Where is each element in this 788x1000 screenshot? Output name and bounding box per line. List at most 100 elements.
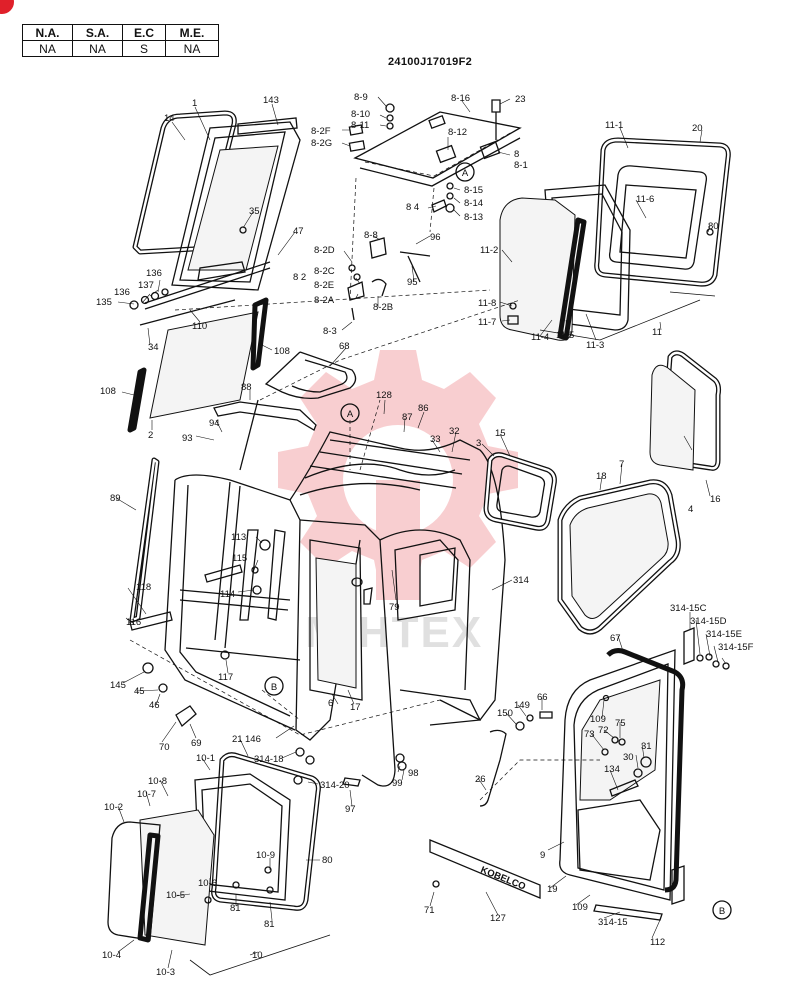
part-label: 8-2A	[314, 295, 335, 306]
part-label: 11-8	[478, 298, 496, 309]
codes-table-header-row: N.A. S.A. E.C M.E.	[22, 24, 219, 41]
part-label: 10-8	[148, 776, 167, 787]
part-label: 8-11	[351, 120, 369, 131]
detail-a-callout-top	[455, 162, 475, 182]
part-label: 114	[220, 589, 235, 600]
part-label: 11-2	[480, 245, 498, 256]
part-label: 10-2	[104, 802, 123, 813]
part-label: 314-15C	[670, 603, 707, 614]
part-label: 8-14	[464, 198, 483, 209]
part-label: 108	[274, 346, 290, 357]
part-label: 93	[182, 433, 193, 444]
part-label: 45	[134, 686, 145, 697]
part-label: 314-18	[254, 754, 284, 765]
part-label: 8 4	[406, 202, 419, 213]
part-label: 95	[407, 277, 418, 288]
part-label: 10-4	[102, 950, 121, 961]
part-label: 135	[96, 297, 112, 308]
part-label: 3	[476, 438, 481, 449]
brand-plate-text: KOBELCO	[479, 865, 527, 893]
part-label: 8-8	[364, 230, 378, 241]
part-label: 6	[328, 698, 333, 709]
part-label: 32	[449, 426, 460, 437]
front-window-assembly	[129, 110, 301, 326]
part-label: 8-3	[323, 326, 337, 337]
grouping-lines	[129, 289, 701, 976]
part-label: 31	[641, 741, 652, 752]
part-label: 69	[191, 738, 202, 749]
lower-front-glass	[127, 297, 269, 433]
part-label: 10-6	[198, 878, 217, 889]
part-label: 15	[495, 428, 506, 439]
part-label: 68	[339, 341, 350, 352]
part-label: 10-9	[256, 850, 275, 861]
detail-b-label-right: B	[719, 906, 725, 917]
part-label: 86	[418, 403, 429, 414]
part-label: 8-1	[514, 160, 528, 171]
part-label: 30	[623, 752, 634, 763]
part-labels: 1 14 143 35 47 136 137 136 135 110 34 10…	[96, 92, 754, 978]
part-label: 8-13	[464, 212, 483, 223]
part-label: 89	[110, 493, 121, 504]
part-label: 145	[110, 680, 126, 691]
part-label: 11-6	[636, 194, 654, 205]
part-label: 88	[241, 382, 252, 393]
part-label: 11-4	[531, 332, 549, 343]
part-label: 8-2G	[311, 138, 332, 149]
part-label: 87	[402, 412, 413, 423]
part-label: 4	[688, 504, 693, 515]
part-label: 136	[114, 287, 130, 298]
part-label: 26	[475, 774, 486, 785]
part-label: 11-1	[605, 120, 623, 131]
part-label: 137	[138, 280, 154, 291]
part-label: 8-10	[351, 109, 370, 120]
detail-b-label-left: B	[271, 682, 277, 693]
part-label: 109	[572, 902, 588, 913]
part-label: 80	[322, 855, 333, 866]
part-label: 109	[590, 714, 606, 725]
codes-table: N.A. S.A. E.C M.E. NA NA S NA	[22, 24, 219, 57]
document-number: 24100J17019F2	[388, 56, 473, 68]
part-label: 8-2E	[314, 280, 334, 291]
part-label: 81	[230, 903, 241, 914]
part-label: 116	[126, 617, 141, 628]
part-label: 10-3	[156, 967, 175, 978]
detail-a-callout-cab	[340, 403, 360, 423]
part-label: 8-2F	[311, 126, 331, 137]
part-label: 8-2B	[373, 302, 393, 313]
part-label: 112	[650, 937, 665, 948]
part-label: 8-2D	[314, 245, 335, 256]
part-label: 96	[430, 232, 441, 243]
part-label: 81	[264, 919, 275, 930]
part-label: 146	[245, 734, 261, 745]
part-label: 11-7	[478, 317, 496, 328]
part-label: 10-1	[196, 753, 215, 764]
part-label: 150	[497, 708, 513, 719]
part-label: 98	[408, 768, 419, 779]
part-label: 118	[136, 582, 151, 593]
part-label: 314	[513, 575, 529, 586]
codes-value-sa: NA	[72, 40, 123, 57]
part-label: 314-15E	[706, 629, 742, 640]
part-label: 10-5	[166, 890, 185, 901]
codes-value-na: NA	[22, 40, 73, 57]
part-label: 99	[392, 778, 403, 789]
detail-a-label-cab: A	[347, 409, 354, 420]
right-side-window-assembly	[499, 137, 731, 341]
part-label: 66	[537, 692, 548, 703]
codes-value-me: NA	[165, 40, 219, 57]
part-label: 80	[708, 221, 719, 232]
part-label: 10-7	[137, 789, 156, 800]
part-label: 143	[263, 95, 279, 106]
part-label: 75	[615, 718, 626, 729]
part-label: 73	[584, 729, 595, 740]
part-label: 17	[350, 702, 361, 713]
part-label: 70	[159, 742, 170, 753]
part-label: 72	[598, 725, 609, 736]
part-label: 136	[146, 268, 162, 279]
gear-watermark-icon	[278, 350, 518, 600]
part-label: 11-5	[556, 330, 574, 341]
part-label: 21	[232, 734, 243, 745]
part-label: 16	[710, 494, 721, 505]
